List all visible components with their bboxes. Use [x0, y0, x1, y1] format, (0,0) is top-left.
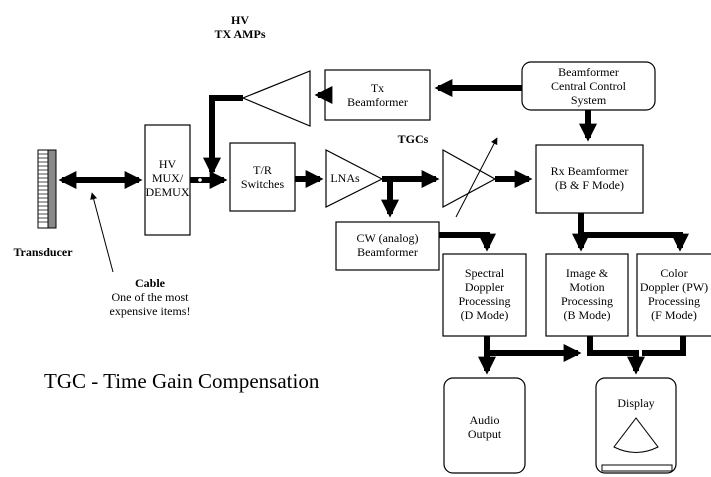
rx-to-color-arrow [581, 232, 689, 252]
lna-triangle [325, 149, 384, 208]
transducer-label: Transducer [13, 245, 73, 259]
cw-beamformer-block [335, 221, 440, 271]
tgc-definition-caption: TGC - Time Gain Compensation [44, 369, 320, 393]
lnas-label: LNAs [330, 171, 360, 185]
hv-mux-block [144, 124, 191, 236]
tgc-triangle [442, 148, 497, 209]
tx-amp-to-mux-arrow [203, 95, 243, 176]
tgcs-label: TGCs [397, 132, 429, 146]
color-doppler-block [636, 253, 711, 337]
tx-beamformer-block [324, 69, 431, 121]
display-sector-icon [613, 417, 659, 453]
cable-note: Cable One of the most expensive items! [109, 276, 191, 318]
hv-tx-amp-triangle [241, 70, 311, 127]
image-motion-block [545, 253, 629, 337]
spectral-doppler-block [442, 253, 527, 337]
image-to-display-arrow [587, 336, 645, 375]
display-label: Display [617, 396, 655, 410]
cw-to-spectral-arrow [439, 232, 496, 252]
cable-pointer-arrow [90, 192, 114, 273]
cw-beamformer-label: CW (analog)Beamformer [356, 231, 419, 259]
rx-beamformer-block [535, 144, 644, 214]
tgc-variable-arrow [455, 137, 498, 218]
audio-output-block [443, 377, 526, 474]
rx-beamformer-label: Rx Beamformer(B & F Mode) [550, 164, 629, 192]
tr-switches-block [229, 142, 296, 212]
transducer-array [37, 149, 57, 229]
color-to-display-line [642, 336, 686, 356]
junction-dot [198, 178, 202, 182]
display-base-bar [601, 464, 673, 472]
